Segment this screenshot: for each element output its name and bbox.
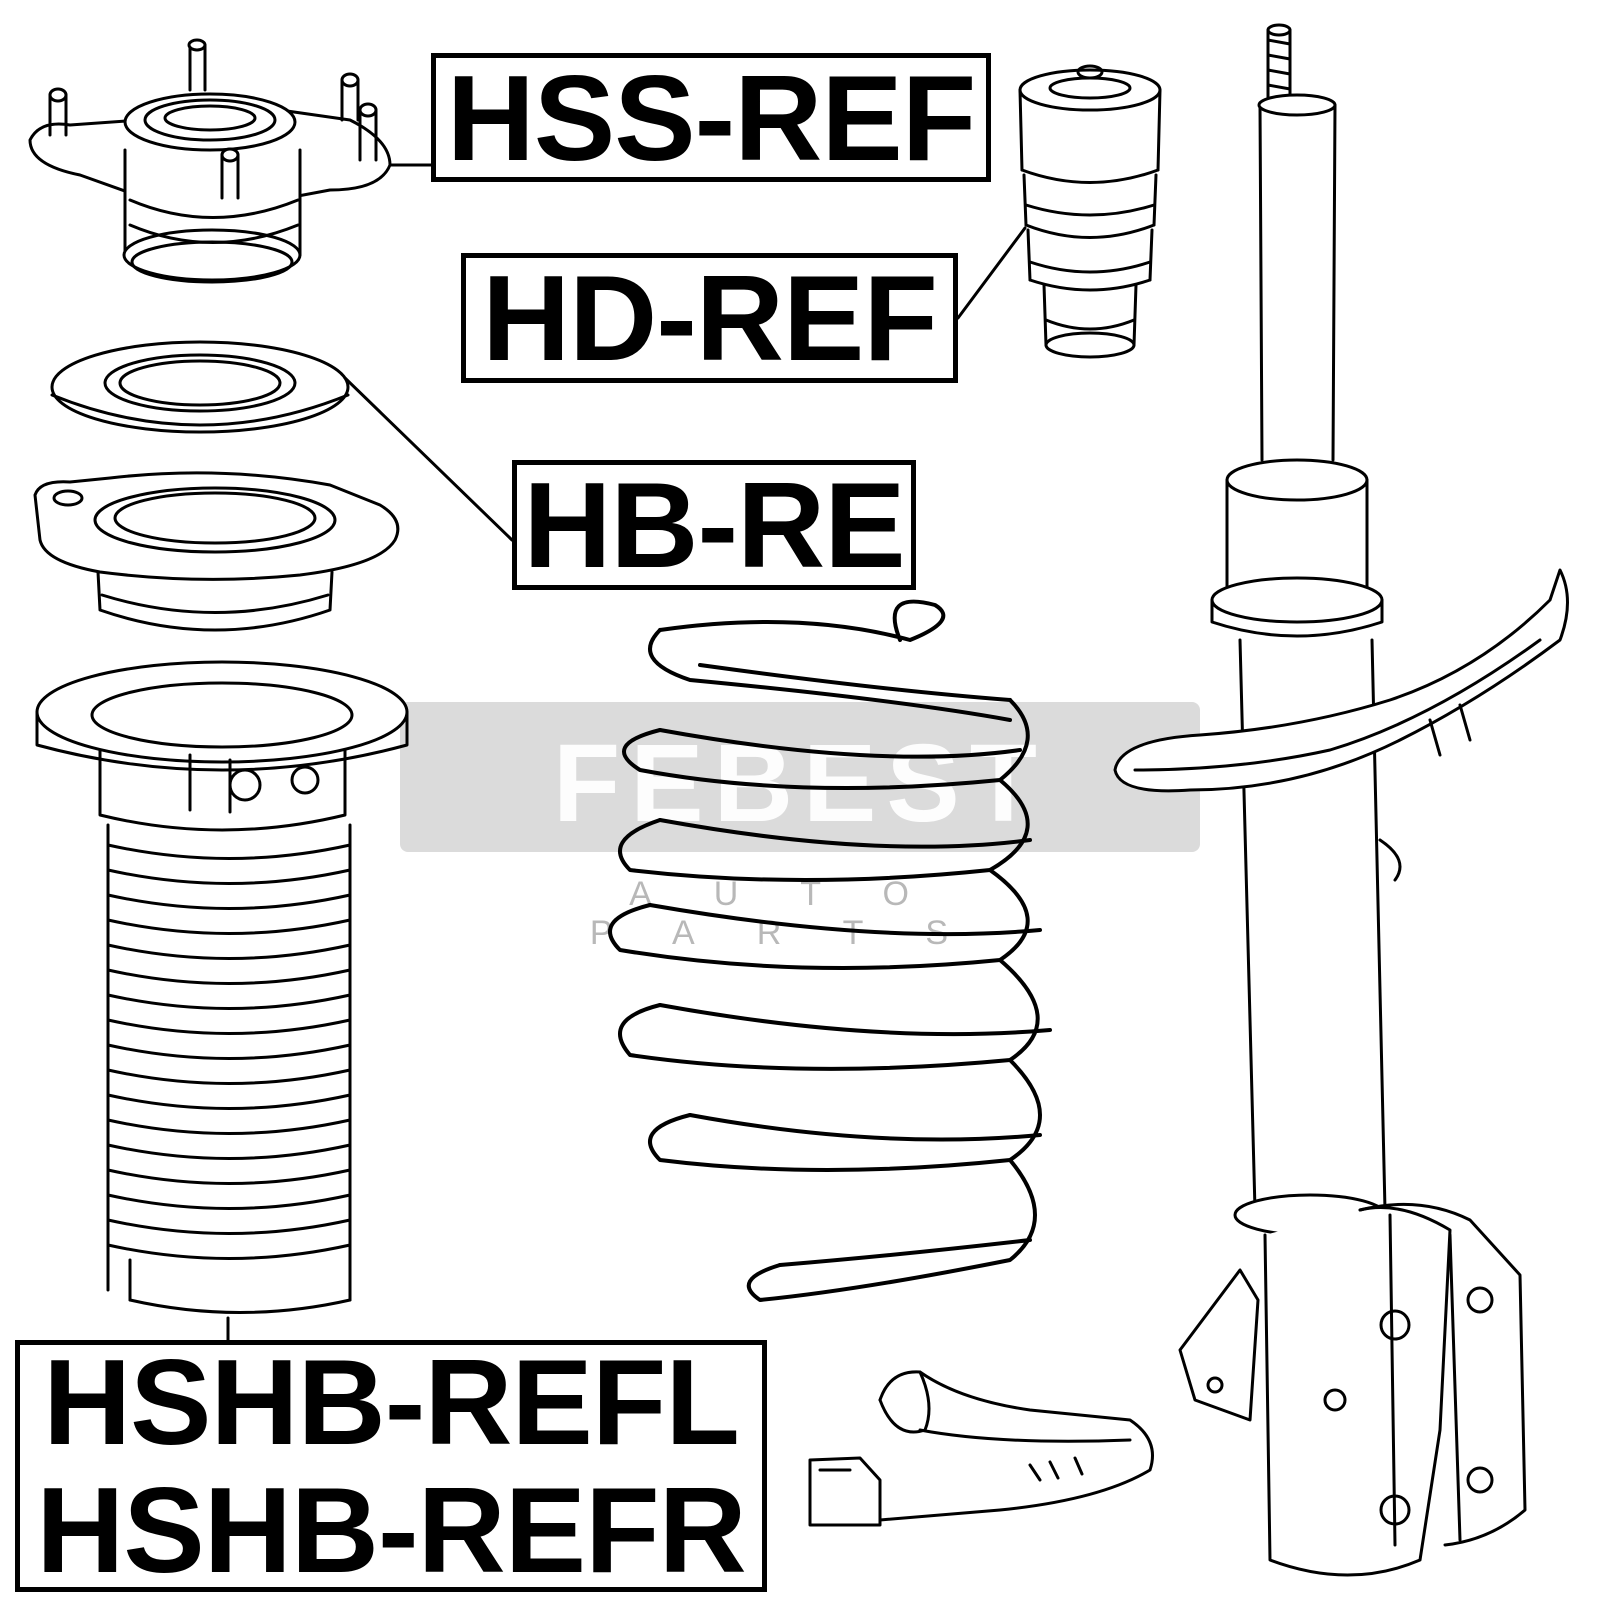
spring-seat-part [33,471,400,632]
label-dust-boot: HSHB-REFL HSHB-REFR [15,1340,767,1592]
label-top-mount-text: HSS-REF [446,49,976,186]
label-dust-boot-right-text: HSHB-REFR [36,1462,746,1598]
lower-spring-insulator-part [808,1370,1154,1527]
bump-stop-part [956,64,1162,359]
label-bearing: HB-RE [512,460,916,590]
coil-spring-part [608,599,1052,1302]
strut-bearing-part [50,340,514,542]
label-dust-boot-left-text: HSHB-REFL [43,1334,740,1470]
watermark-band [400,702,1200,852]
label-bump-stop: HD-REF [461,253,958,383]
label-top-mount: HSS-REF [431,53,991,182]
label-bearing-text: HB-RE [523,457,905,593]
label-bump-stop-text: HD-REF [482,250,938,386]
dust-boot-part [35,660,409,1342]
shock-absorber-strut-part [1113,23,1569,1577]
top-strut-mount-part [28,38,433,284]
